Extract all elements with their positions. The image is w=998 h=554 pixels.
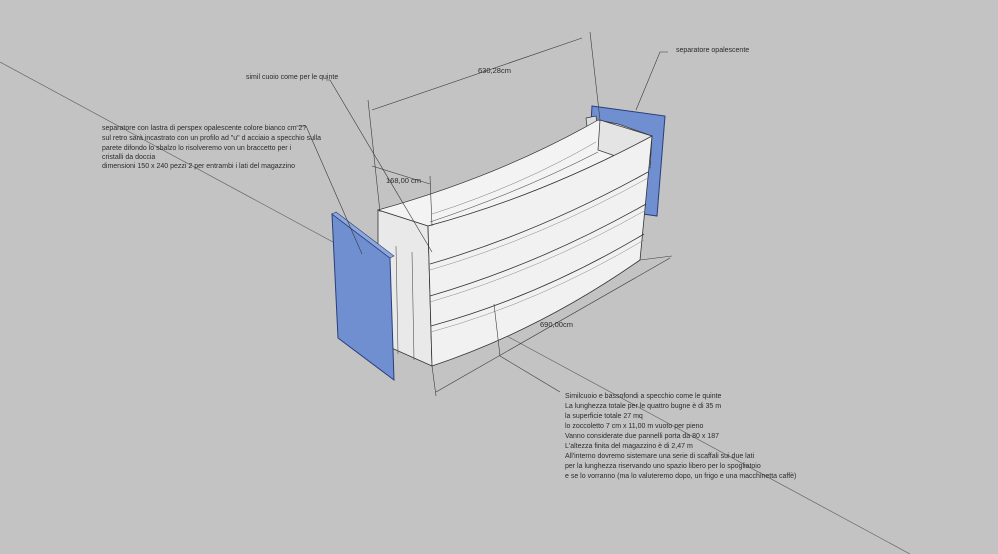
dim-front-length: 690,00cm (540, 320, 573, 329)
counter-side-seam-2 (411, 251, 415, 361)
dim-top-line (371, 37, 583, 111)
dim-depth-line (371, 165, 431, 185)
label-simil-cuoio: simil cuoio come per le quinte (246, 74, 338, 81)
note-left: separatore con lastra di perspex opalesc… (102, 125, 321, 170)
note-bottom-line: La lunghezza totale per le quattro bugne… (565, 403, 721, 410)
separator-panel-left-edge (331, 211, 395, 259)
front-band-line-2b (429, 209, 647, 303)
front-band-line-3b (430, 239, 645, 333)
leader-note-bottom (493, 303, 561, 393)
dim-front-ext-right (639, 255, 673, 261)
counter-inner-shelf-1 (429, 151, 599, 223)
note-bottom-line: All'interno dovremo sistemare una serie … (565, 453, 755, 460)
note-bottom-line: per la lunghezza riservando uno spazio l… (565, 463, 761, 470)
counter-inner-shelf-2 (431, 141, 597, 215)
leader-note-left (296, 125, 363, 255)
dim-top-ext-left (367, 99, 381, 213)
dim-depth-ext (429, 175, 433, 227)
note-left-line: sul retro sarà incastrato con un profilo… (102, 135, 321, 142)
note-bottom: Similcuoio e bassofondi a specchio come … (565, 393, 796, 480)
dim-front-ext-left (431, 365, 437, 397)
leader-simil-cuoio (326, 79, 433, 253)
front-band-line-2 (429, 203, 647, 297)
front-band-line-3 (430, 233, 645, 327)
label-separatore-right: separatore opalescente (676, 47, 749, 54)
front-band-line-1 (429, 171, 649, 265)
counter-side-seam (395, 245, 399, 355)
leader-separatore-right (635, 51, 668, 111)
dim-top-length: 630,28cm (478, 66, 511, 75)
dim-depth: 168,00 cm (386, 176, 421, 185)
front-band-line-1b (429, 177, 649, 271)
note-left-line: dimensioni 150 x 240 pezzi 2 per entramb… (102, 163, 295, 170)
note-bottom-line: Similcuoio e bassofondi a specchio come … (565, 393, 722, 400)
note-left-line: separatore con lastra di perspex opalesc… (102, 125, 306, 132)
dim-front-line (435, 257, 671, 393)
dim-top-ext-right (589, 31, 601, 121)
note-bottom-line: L'altezza finita del magazzino è di 2,47… (565, 443, 693, 450)
note-bottom-line: Vanno considerate due pannelli porta da … (565, 433, 719, 440)
note-bottom-line: la superficie totale 27 mq (565, 413, 643, 420)
note-bottom-line: e se lo vorranno (ma lo valuteremo dopo,… (565, 473, 796, 480)
note-left-line: parete difondo lo sbalzo lo risolveremo … (102, 145, 292, 152)
note-left-line: cristalli da doccia (102, 154, 155, 161)
note-bottom-line: lo zoccoletto 7 cm x 11,00 m vuoto per p… (565, 423, 703, 430)
